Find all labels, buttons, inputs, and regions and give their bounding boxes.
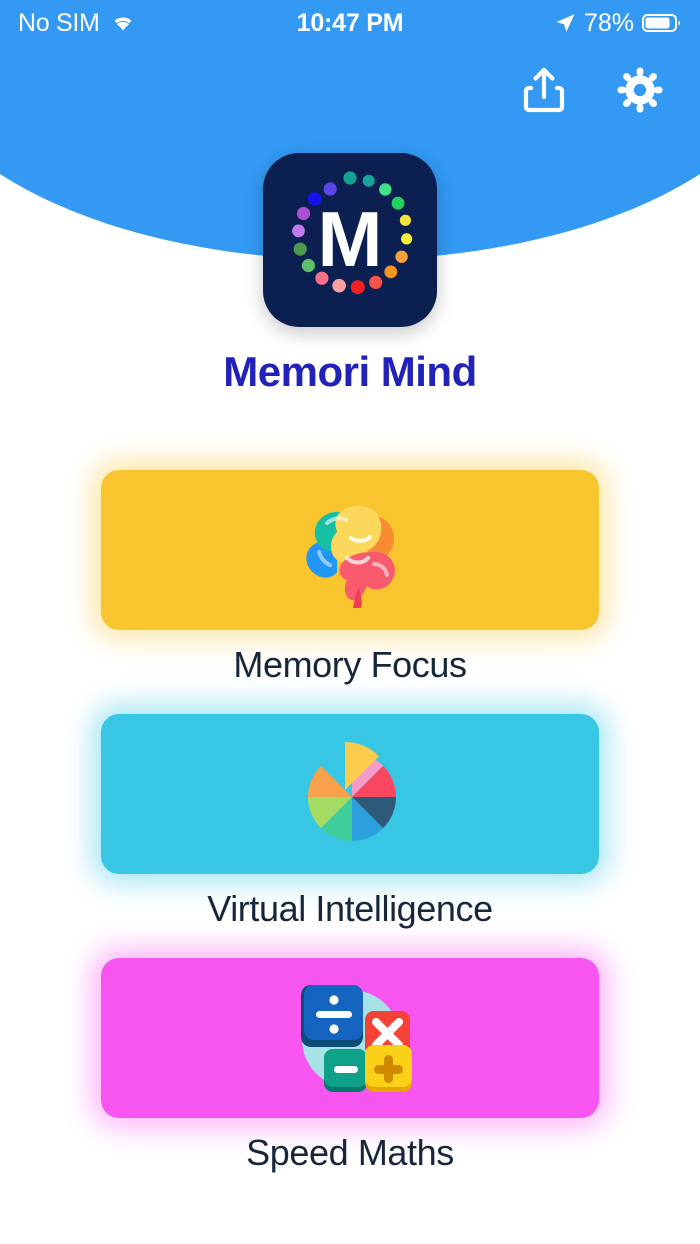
game-label-virtual-intelligence: Virtual Intelligence [207,888,493,929]
divide-tile [301,985,363,1047]
share-button[interactable] [520,66,568,114]
minus-tile [324,1049,367,1092]
carrier-label: No SIM [18,8,100,37]
math-operators-icon [301,985,412,1092]
color-wheel-pie-icon [308,742,396,841]
brain-icon [306,505,395,608]
game-label-memory-focus: Memory Focus [233,644,467,685]
battery-percent-label: 78% [583,8,635,37]
status-bar-right: 78% [403,9,682,38]
page-title: Memori Mind [223,348,477,395]
app-icon-dot-ring [292,171,413,295]
game-card-block-memory-focus: Memory Focus [0,470,700,686]
clock-label: 10:47 PM [296,8,404,37]
game-card-block-virtual-intelligence: Virtual Intelligence [0,714,700,930]
battery-icon [642,13,682,33]
app-icon-letter: M [318,195,383,283]
settings-button[interactable] [616,66,664,114]
settings-gear-icon [617,67,663,113]
share-icon [523,67,565,113]
wifi-icon [110,13,136,33]
game-card-memory-focus[interactable] [101,470,599,630]
memori-mind-app-icon: M [263,153,437,327]
game-card-speed-maths[interactable] [101,958,599,1118]
location-arrow-icon [554,12,576,34]
game-card-virtual-intelligence[interactable] [101,714,599,874]
multiply-tile [365,1011,410,1056]
game-list: Memory Focus [0,470,700,1202]
status-bar: No SIM 10:47 PM 78% [0,0,700,46]
status-bar-center: 10:47 PM [297,9,404,38]
plus-tile [365,1045,412,1092]
status-bar-left: No SIM [18,9,297,38]
game-card-block-speed-maths: Speed Maths [0,958,700,1174]
header-actions [520,66,664,114]
game-label-speed-maths: Speed Maths [246,1132,454,1173]
